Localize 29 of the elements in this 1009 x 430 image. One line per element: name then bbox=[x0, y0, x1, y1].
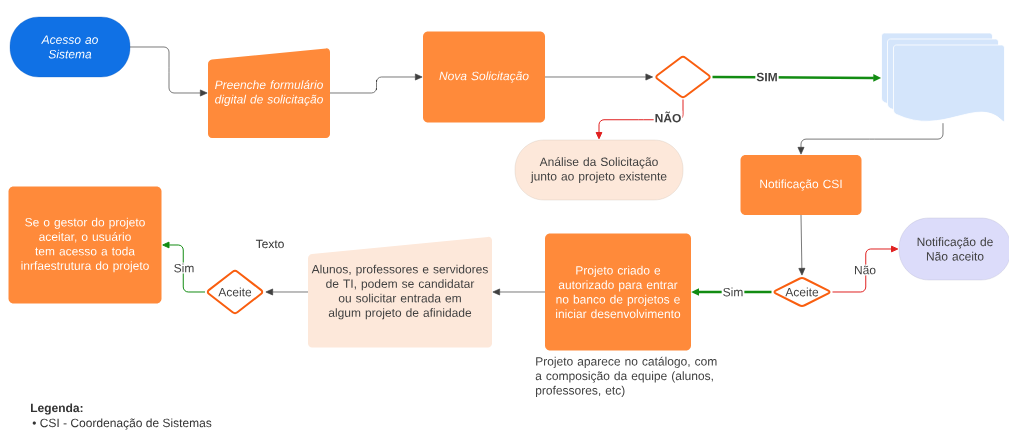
arrow bbox=[544, 73, 653, 81]
terminal-pill: Análise da Solicitação junto ao projeto existente bbox=[514, 139, 684, 201]
free-text: Texto bbox=[255, 239, 284, 249]
terminal-pill: Notificação de Não aceito bbox=[898, 217, 1009, 281]
edge-label: NÃO bbox=[653, 110, 683, 124]
input-box: Preenche formulário digital de solicitação bbox=[208, 48, 330, 138]
arrow bbox=[832, 245, 899, 293]
arrow bbox=[798, 214, 806, 276]
legend-title: Legenda: bbox=[31, 403, 83, 415]
decision-diamond bbox=[655, 55, 711, 99]
process-box: Notificação CSI bbox=[740, 155, 862, 215]
process-box: Nova Solicitação bbox=[423, 31, 545, 123]
arrow bbox=[492, 288, 546, 296]
document-stack bbox=[881, 32, 1005, 122]
arrow bbox=[129, 46, 208, 97]
edge-label: SIM bbox=[755, 71, 779, 83]
arrow bbox=[797, 122, 944, 155]
input-box: Alunos, professores e servidores de TI, podem se candidatar ou solicitar entrada em algum projeto de afinidade bbox=[308, 236, 492, 348]
process-box: Projeto criado e autorizado para entrar no banco de projetos e iniciar desenvolvimento bbox=[545, 233, 691, 351]
edge-label: Não bbox=[853, 264, 877, 276]
arrow bbox=[162, 241, 206, 293]
edge-label: Sim bbox=[172, 262, 196, 274]
edge-label: Sim bbox=[721, 286, 745, 298]
process-box: Se o gestor do projeto aceitar, o usuário tem acesso a toda inrfaestrutura do projeto bbox=[8, 186, 162, 304]
arrow bbox=[265, 288, 309, 296]
arrow bbox=[329, 73, 423, 94]
node-caption: Projeto aparece no catálogo, com a composição da equipe (alunos, professores, etc) bbox=[535, 356, 717, 397]
start-pill: Acesso ao Sistema bbox=[9, 16, 131, 78]
legend-item: • CSI - Coordenação de Sistemas bbox=[32, 418, 212, 430]
